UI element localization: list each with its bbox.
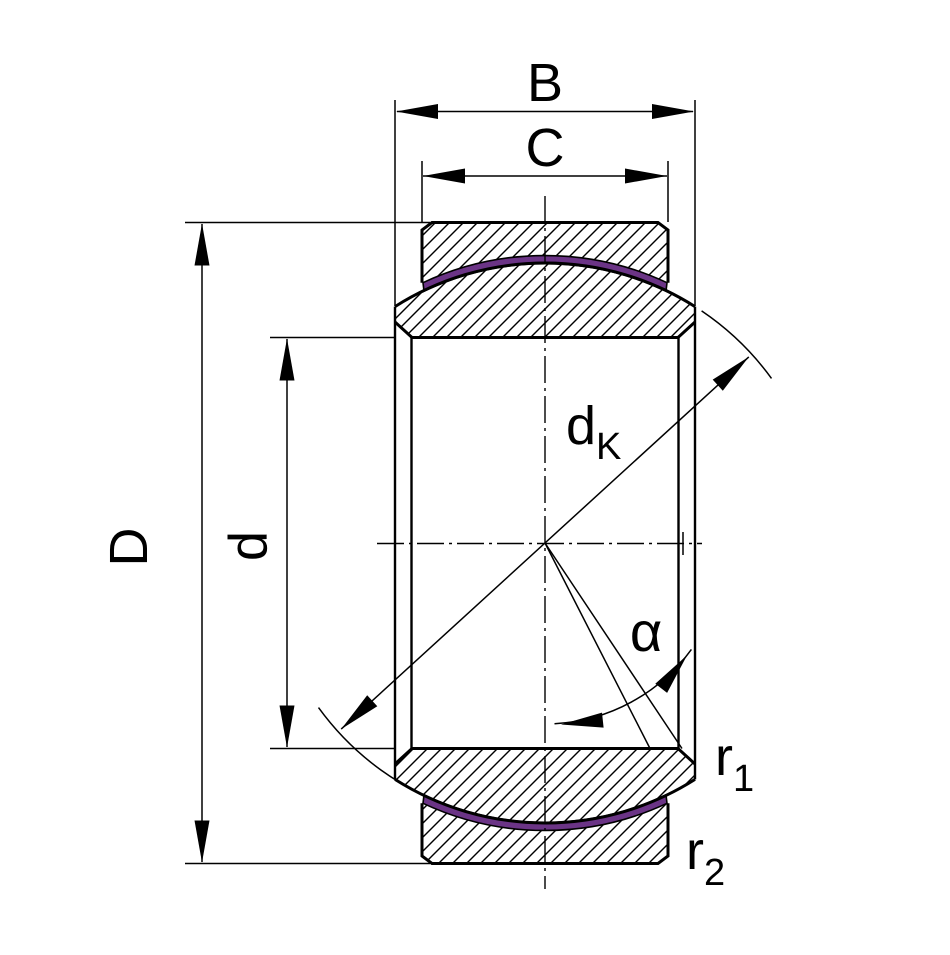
arrowhead-top xyxy=(194,223,210,266)
label-C: C xyxy=(526,118,565,178)
sphere-reference-arc-lower-left xyxy=(317,707,419,794)
arrowhead-upper xyxy=(655,655,688,693)
angle-leg-steep xyxy=(544,542,651,749)
arrowhead-upper xyxy=(712,356,749,391)
label-r1-main: r xyxy=(715,727,733,787)
angle-leg-shallow xyxy=(544,542,683,749)
outer-ring-bottom-outline xyxy=(420,803,670,865)
label-alpha: α xyxy=(630,600,662,663)
sphere-arc-top xyxy=(394,261,696,308)
bearing-body xyxy=(317,221,773,865)
arrowhead-lower xyxy=(561,712,604,728)
arrowhead-bottom xyxy=(279,705,295,748)
dimension-alpha: α xyxy=(544,542,693,749)
sphere-reference-arc-upper-right xyxy=(701,310,773,379)
label-D: D xyxy=(99,528,159,567)
dimension-C: C xyxy=(421,118,669,222)
arrowhead-top xyxy=(279,338,295,381)
dimension-B: B xyxy=(394,53,696,306)
dimension-d: d xyxy=(219,336,394,750)
label-r2: r2 xyxy=(686,821,725,894)
inner-ring-ball-bottom-section xyxy=(395,748,695,823)
arrowhead-right xyxy=(652,104,694,119)
arrowhead-right xyxy=(625,168,667,184)
outer-ring-bottom-section xyxy=(422,803,668,864)
arrowhead-left xyxy=(423,168,465,184)
dimension-D: D xyxy=(99,221,430,865)
arrowhead-bottom xyxy=(194,820,210,863)
chamfer-labels: r1 r2 xyxy=(686,727,754,894)
label-r2-subscript: 2 xyxy=(704,852,725,894)
label-dK-main: d xyxy=(566,396,596,456)
label-B: B xyxy=(527,53,563,113)
label-r1-subscript: 1 xyxy=(733,758,754,800)
label-r1: r1 xyxy=(715,727,754,800)
label-r2-main: r xyxy=(686,821,704,881)
label-d: d xyxy=(219,531,279,561)
dimension-dK: dK xyxy=(340,356,750,730)
arrowhead-left xyxy=(396,104,438,119)
label-dK-subscript: K xyxy=(596,426,621,468)
arrowhead-lower xyxy=(341,695,378,730)
label-dK: dK xyxy=(566,396,621,468)
